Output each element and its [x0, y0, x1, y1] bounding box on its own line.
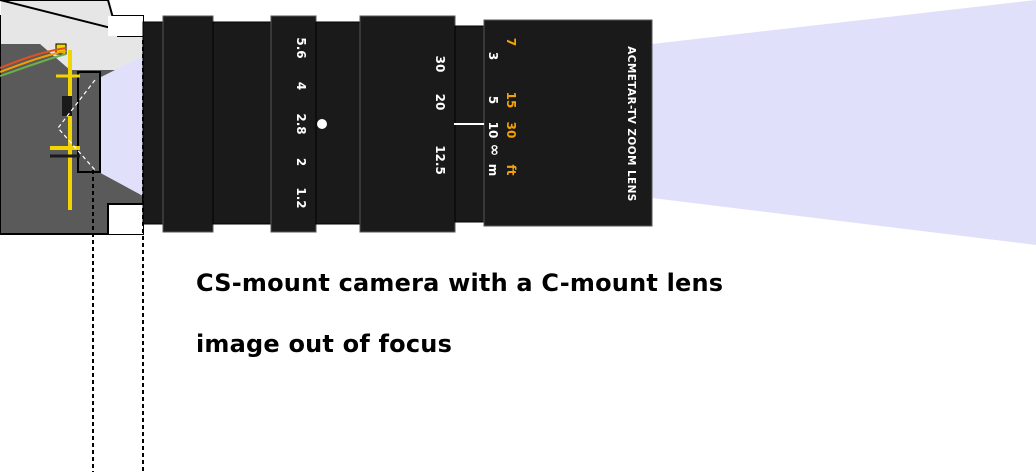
sensor-wires-3: [0, 53, 67, 77]
zoom-value: 12.5: [433, 145, 447, 175]
focus-ft-value: 30: [504, 122, 518, 139]
camera-mount-outline: [107, 203, 143, 234]
aperture-value: 4: [294, 82, 308, 90]
sensor-wires-2: [0, 50, 67, 73]
focus-m-infinity: ∞: [486, 144, 504, 157]
focus-ft-unit: ft: [504, 165, 518, 176]
camera-mount-notch-top: [108, 16, 143, 36]
zoom-value: 30: [433, 56, 447, 73]
focus-m-value: 5: [486, 96, 500, 104]
focus-scale-feet: 7 15 30 ft: [504, 38, 518, 176]
focus-m-value: 10: [486, 122, 500, 139]
aperture-scale: 5.6 4 2.8 2 1.2: [294, 37, 308, 208]
aperture-value: 2.8: [294, 113, 308, 134]
camera-mount-notch-bottom: [108, 204, 143, 234]
focus-ft-value: 7: [504, 38, 518, 46]
lens-rear-mount: [142, 21, 164, 225]
diagram-caption-subtitle: image out of focus: [196, 330, 453, 358]
aperture-index-dot: [317, 119, 327, 129]
focus-ft-value: 15: [504, 92, 518, 109]
focus-scale-meters: 3 5 10 ∞ m: [486, 52, 504, 176]
aperture-ring[interactable]: [270, 15, 317, 233]
aperture-value: 2: [294, 158, 308, 166]
sensor-package: [77, 71, 101, 173]
focus-m-value: 3: [486, 52, 500, 60]
camera-body: [0, 0, 144, 235]
sensor-wires: [0, 47, 67, 69]
lens-mid-section: [315, 21, 361, 225]
camera-top-plate: [1, 1, 143, 70]
zoom-value: 20: [433, 94, 447, 111]
lens-rear-ring: [162, 15, 214, 233]
lens-body-section: [212, 21, 272, 225]
lens-brand-label: ACMETAR-TV ZOOM LENS: [625, 46, 637, 202]
zoom-scale: 30 20 12.5: [433, 56, 447, 175]
zoom-ring[interactable]: [359, 15, 456, 233]
camera-light-cone: [95, 56, 143, 196]
sensor-die: [62, 96, 72, 116]
aperture-value: 1.2: [294, 187, 308, 208]
lens-barrel: [142, 15, 653, 233]
diagram-caption-title: CS-mount camera with a C-mount lens: [196, 269, 724, 297]
aperture-value: 5.6: [294, 37, 308, 58]
focus-m-unit: m: [486, 164, 500, 177]
light-beam: [652, 0, 1036, 245]
